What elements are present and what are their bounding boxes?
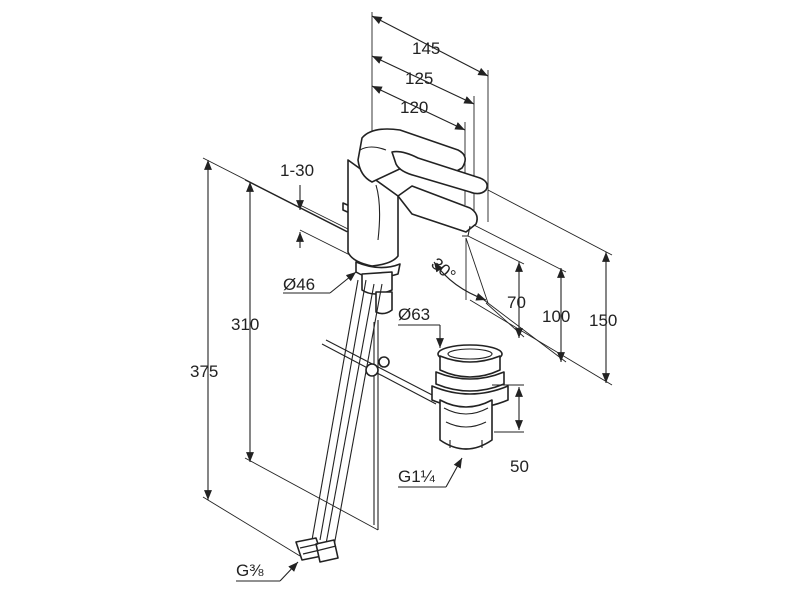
label-diameter-63: Ø63 — [398, 305, 430, 324]
left-dimension-group: 375 310 1-30 — [190, 157, 379, 557]
supply-hoses — [295, 279, 383, 563]
right-dimension-group: 70 100 150 30° — [427, 189, 617, 386]
top-dimension-group: 145 125 120 — [371, 12, 489, 222]
dim-label-145: 145 — [412, 39, 440, 58]
faucet-body — [342, 128, 488, 315]
dim-label-375: 375 — [190, 362, 218, 381]
dim-label-100: 100 — [542, 307, 570, 326]
dim-line-120 — [371, 85, 466, 131]
dim-label-150: 150 — [589, 311, 617, 330]
dim-label-120: 120 — [400, 98, 428, 117]
label-thread-g1-1-4: G1¼ — [398, 467, 436, 486]
dim-label-50: 50 — [510, 457, 529, 476]
dim-label-70: 70 — [507, 293, 526, 312]
label-thread-g3-8: G⅜ — [236, 561, 264, 580]
leader-labels: Ø46 Ø63 G1¼ G⅜ — [236, 271, 463, 582]
dim-label-angle-30: 30° — [427, 254, 459, 285]
label-diameter-46: Ø46 — [283, 275, 315, 294]
popup-waste: 50 — [431, 344, 529, 476]
dim-label-310: 310 — [231, 315, 259, 334]
dim-label-1-30: 1-30 — [280, 161, 314, 180]
dim-label-125: 125 — [405, 69, 433, 88]
popup-linkage — [321, 339, 439, 405]
